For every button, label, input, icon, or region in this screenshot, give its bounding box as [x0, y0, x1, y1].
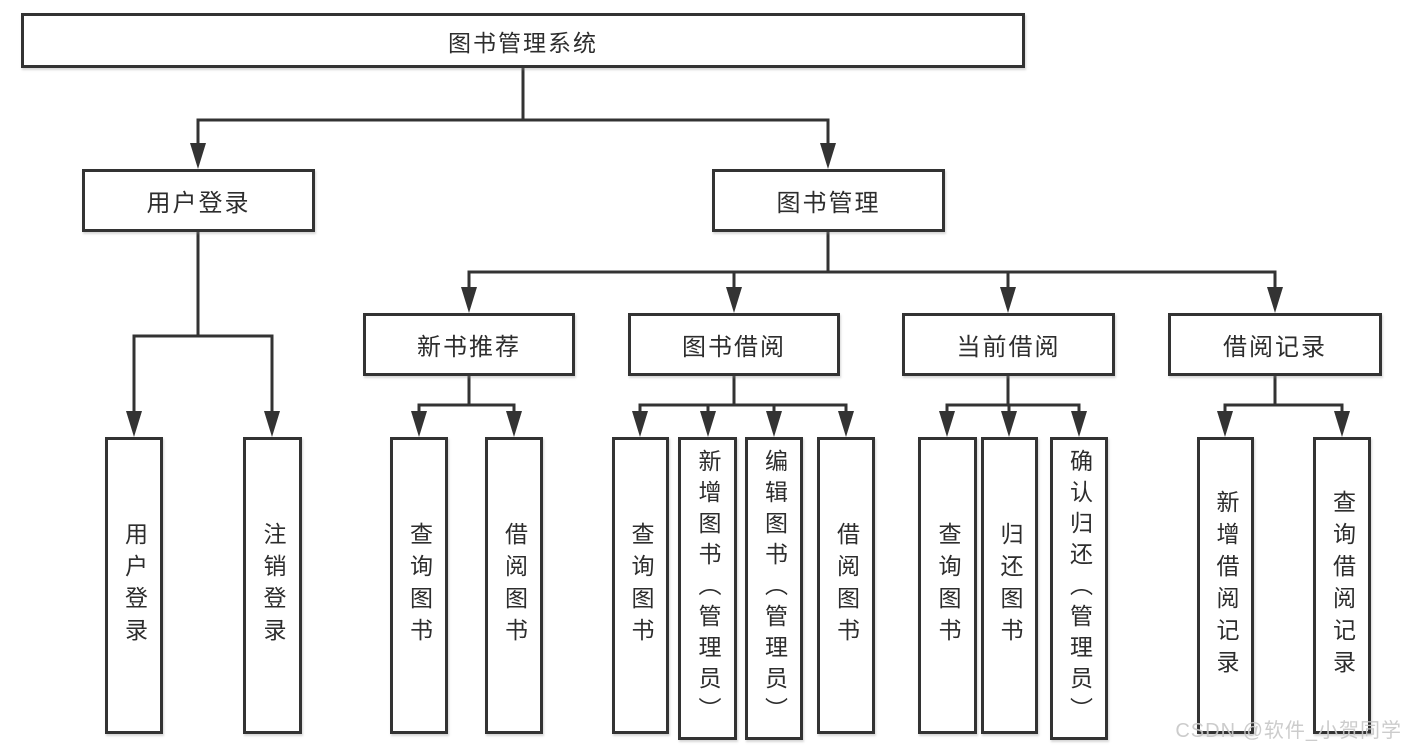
branch-book-management: 图书管理 [712, 169, 945, 232]
branch-current-borrowing-label: 当前借阅 [956, 334, 1061, 361]
leaf-confirm-return-admin: 确认归还（管理员） [1050, 437, 1108, 740]
leaf-borrowing-query-books-label: 查询图书 [628, 521, 654, 650]
branch-borrowing-records: 借阅记录 [1168, 313, 1382, 376]
leaf-current-query-books: 查询图书 [918, 437, 977, 734]
leaf-query-borrow-record-label: 查询借阅记录 [1329, 489, 1356, 682]
leaf-recommend-borrow-books: 借阅图书 [485, 437, 543, 734]
branch-user-login: 用户登录 [82, 169, 315, 232]
leaf-return-books-label: 归还图书 [997, 521, 1023, 650]
leaf-recommend-borrow-books-label: 借阅图书 [501, 521, 528, 650]
branch-book-borrowing: 图书借阅 [628, 313, 840, 376]
root-node-label: 图书管理系统 [448, 29, 598, 56]
arrowheads [126, 143, 1350, 437]
leaf-add-book-admin: 新增图书（管理员） [678, 437, 737, 740]
root-node: 图书管理系统 [21, 13, 1025, 68]
leaf-query-borrow-record: 查询借阅记录 [1313, 437, 1371, 734]
leaf-recommend-query-books: 查询图书 [390, 437, 448, 734]
leaf-logout-label: 注销登录 [260, 521, 286, 650]
leaf-logout: 注销登录 [243, 437, 302, 734]
leaf-borrowing-borrow-books-label: 借阅图书 [833, 521, 860, 650]
leaf-current-query-books-label: 查询图书 [935, 521, 961, 650]
leaf-return-books: 归还图书 [981, 437, 1038, 734]
branch-user-login-label: 用户登录 [146, 190, 251, 217]
branch-book-borrowing-label: 图书借阅 [682, 334, 786, 361]
leaf-add-borrow-record: 新增借阅记录 [1197, 437, 1254, 734]
branch-book-management-label: 图书管理 [776, 190, 881, 217]
leaf-add-borrow-record-label: 新增借阅记录 [1213, 489, 1239, 682]
branch-new-book-recommendation-label: 新书推荐 [417, 334, 521, 361]
branch-borrowing-records-label: 借阅记录 [1223, 334, 1327, 361]
leaf-borrowing-borrow-books: 借阅图书 [817, 437, 875, 734]
leaf-borrowing-query-books: 查询图书 [612, 437, 669, 734]
leaf-user-login-label: 用户登录 [121, 521, 148, 650]
leaf-edit-book-admin: 编辑图书（管理员） [745, 437, 803, 740]
branch-current-borrowing: 当前借阅 [902, 313, 1115, 376]
leaf-user-login: 用户登录 [105, 437, 163, 734]
leaf-recommend-query-books-label: 查询图书 [406, 521, 433, 650]
leaf-add-book-admin-label: 新增图书（管理员） [695, 449, 721, 728]
branch-new-book-recommendation: 新书推荐 [363, 313, 575, 376]
leaf-edit-book-admin-label: 编辑图书（管理员） [761, 449, 788, 728]
leaf-confirm-return-admin-label: 确认归还（管理员） [1066, 449, 1093, 728]
watermark: CSDN @软件_小贺同学 [1175, 720, 1402, 742]
